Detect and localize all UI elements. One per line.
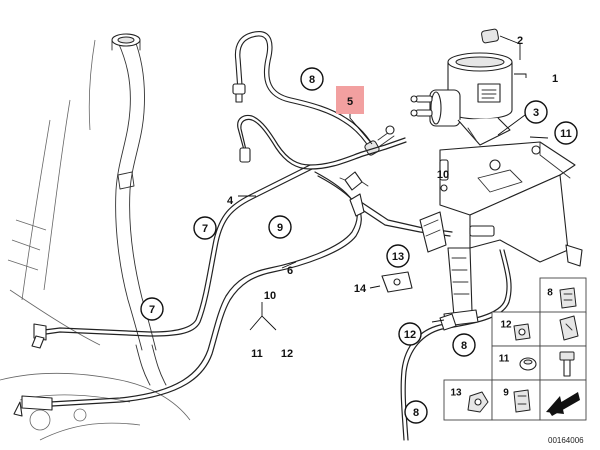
nut-icon-12 [513,323,531,341]
callout-label-c3: 3 [533,107,539,119]
carbon-canister [410,28,513,146]
callout-circle-c12b [398,322,422,346]
callout-label-c12a: 12 [281,348,293,360]
callout-label-c7a: 7 [202,223,208,235]
callout-circle-c8a [300,67,324,91]
clip-part-12 [439,313,457,331]
callout-label-g9: 9 [503,388,509,399]
callout-circle-c7b [140,297,164,321]
callout-circle-c3 [524,100,548,124]
callout-label-c5: 5 [347,96,353,108]
small-parts-grid [443,277,587,421]
callout-label-g11: 11 [499,354,510,365]
mounting-bracket [419,141,583,327]
highlighted-part-box [336,86,364,114]
callout-label-c12b: 12 [404,329,416,341]
callout-label-c2: 2 [517,35,523,47]
callout-label-c11a: 11 [560,128,572,140]
callout-label-c8b: 8 [461,340,467,352]
filler-neck-assembly [0,33,191,441]
clip-icon-r2 [559,315,579,341]
callout-circle-c8b [452,333,476,357]
callout-label-c4: 4 [227,195,234,207]
callout-label-c13: 13 [392,251,404,263]
clip-icon-9 [513,389,531,413]
callout-label-c8a: 8 [309,74,315,86]
callout-circle-c13 [386,244,410,268]
callout-label-c9: 9 [277,222,283,234]
clip-icon-8 [559,287,577,309]
callout-circle-c11a [554,121,578,145]
callout-label-c7b: 7 [149,304,155,316]
grommet-icon-11 [519,357,537,371]
callout-label-g13: 13 [450,388,462,399]
callout-circle-c7a [193,216,217,240]
plate-part-14 [381,271,413,293]
valve-parts [339,171,369,217]
callout-label-g8: 8 [547,288,553,299]
callout-label-c14: 14 [354,283,367,295]
callout-circle-c8c [404,400,428,424]
callout-label-c10: 10 [437,169,449,181]
reference-code: 00164006 [548,436,584,445]
callout-circle-c9 [268,215,292,239]
nut-icon-13 [467,391,489,413]
callout-label-c8c: 8 [413,407,419,419]
callout-label-c10b: 10 [264,290,276,302]
callout-label-c1: 1 [552,73,558,85]
callout-label-c6: 6 [287,265,293,277]
callout-label-g12: 12 [500,320,512,331]
callout-label-c11b: 11 [251,348,263,360]
fuel-lines [13,31,512,441]
arrow-icon [546,392,580,416]
bolt-icon [559,351,575,377]
leader-lines [238,35,549,331]
